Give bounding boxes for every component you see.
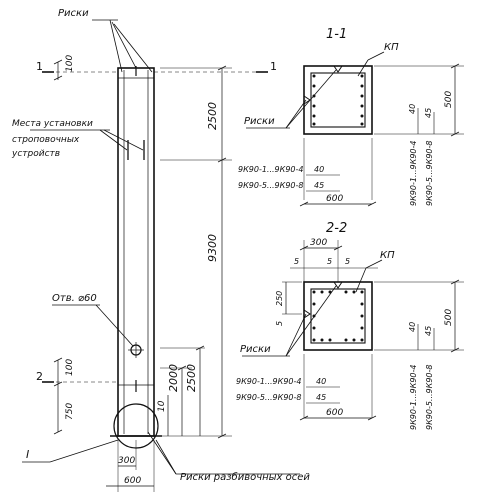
label-detail-I: I bbox=[26, 448, 29, 461]
section-2-vert-1: 9К90-1...9К90-4 bbox=[409, 365, 418, 430]
section-1-title: 1-1 bbox=[326, 27, 347, 42]
section-1-rebar-cage bbox=[310, 72, 366, 128]
section-2-dim-600: 600 bbox=[326, 408, 343, 418]
section-2-kp: КП bbox=[380, 250, 395, 261]
section-2-dim-45v: 45 bbox=[424, 326, 433, 336]
label-hole: Отв. ⌀60 bbox=[52, 293, 97, 304]
section-1-dim-40: 40 bbox=[314, 165, 324, 174]
section-2-outline bbox=[303, 281, 373, 351]
section-1-kp: КП bbox=[384, 42, 399, 53]
section-mark-2-left: 2 bbox=[36, 370, 43, 383]
dim-2500-bottom: 2500 bbox=[185, 364, 198, 392]
section-1-riski: Риски bbox=[244, 116, 275, 127]
section-2-mark-row2: 9К90-5...9К90-8 bbox=[236, 393, 301, 402]
section-1-dim-40v: 40 bbox=[408, 104, 417, 114]
dim-9300: 9300 bbox=[206, 234, 219, 262]
section-1-top-notch bbox=[333, 65, 343, 73]
dim-2000: 2000 bbox=[167, 364, 180, 392]
dim-base-300: 300 bbox=[118, 456, 135, 466]
section-1-mark-row2: 9К90-5...9К90-8 bbox=[238, 181, 303, 190]
section-2-dim-250: 250 bbox=[275, 291, 284, 306]
section-mark-1-left: 1 bbox=[36, 60, 43, 73]
label-mounting-3: устройств bbox=[11, 149, 60, 159]
dim-base-600: 600 bbox=[124, 476, 141, 486]
column-elevation bbox=[110, 66, 162, 449]
label-riski-axes: Риски разбивочных осей bbox=[180, 471, 310, 483]
section-2-dim-5a: 5 bbox=[294, 257, 299, 266]
label-riski-top: Риски bbox=[58, 8, 89, 19]
section-2-dim-5d: 5 bbox=[275, 321, 284, 326]
section-2-dim-300: 300 bbox=[310, 238, 327, 248]
section-1-vert-2: 9К90-5...9К90-8 bbox=[425, 141, 434, 206]
section-2-dim-40v: 40 bbox=[408, 322, 417, 332]
label-mounting-2: строповочных bbox=[12, 135, 80, 145]
section-2-dim-5c: 5 bbox=[345, 257, 350, 266]
section-1-outline bbox=[303, 65, 373, 135]
section-2-vert-2: 9К90-5...9К90-8 bbox=[425, 365, 434, 430]
base-dimensions: 300 600 bbox=[106, 440, 155, 492]
section-1-dim-500: 500 bbox=[444, 91, 454, 108]
section-2-rebar-cage bbox=[310, 288, 366, 344]
section-cut-2: 2 bbox=[36, 370, 118, 383]
right-dimensions: 2500 9300 2500 2000 10 bbox=[157, 65, 232, 439]
section-mark-1-right: 1 bbox=[270, 60, 277, 73]
dim-top-100: 100 bbox=[65, 55, 75, 72]
section-2-riski: Риски bbox=[240, 344, 271, 355]
leaders-top bbox=[22, 19, 300, 475]
section-2-dim-45: 45 bbox=[316, 393, 326, 402]
section-1-vert-1: 9К90-1...9К90-4 bbox=[409, 141, 418, 206]
section-cut-1: 1 1 bbox=[36, 60, 277, 73]
section-2-dim-5b: 5 bbox=[327, 257, 332, 266]
section-1-bars bbox=[312, 74, 364, 126]
dim-750: 750 bbox=[65, 403, 75, 420]
section-2-dim-500: 500 bbox=[444, 309, 454, 326]
section-2-bars bbox=[312, 290, 364, 342]
left-dimensions: 100 100 750 bbox=[53, 55, 75, 435]
dim-bottom-100: 100 bbox=[65, 359, 75, 376]
section-1-left-notch bbox=[303, 95, 311, 105]
section-2-mark-row1: 9К90-1...9К90-4 bbox=[236, 377, 301, 386]
section-1-1: 1-1 КП Риски 500 40 45 9К90-1...9К90- bbox=[238, 27, 464, 207]
section-1-dim-45v: 45 bbox=[424, 108, 433, 118]
dim-2500-top: 2500 bbox=[206, 102, 219, 130]
section-2-dim-40: 40 bbox=[316, 377, 326, 386]
section-1-mark-row1: 9К90-1...9К90-4 bbox=[238, 165, 303, 174]
dim-10: 10 bbox=[157, 400, 167, 412]
section-2-left-notch bbox=[303, 309, 311, 319]
section-2-2: 2-2 300 5 5 5 КП 250 5 bbox=[236, 221, 464, 430]
section-2-title: 2-2 bbox=[326, 221, 347, 236]
section-2-top-notch bbox=[333, 281, 343, 289]
section-1-dim-600: 600 bbox=[326, 194, 343, 204]
label-mounting-1: Места установки bbox=[12, 119, 93, 129]
section-1-dim-45: 45 bbox=[314, 181, 324, 190]
